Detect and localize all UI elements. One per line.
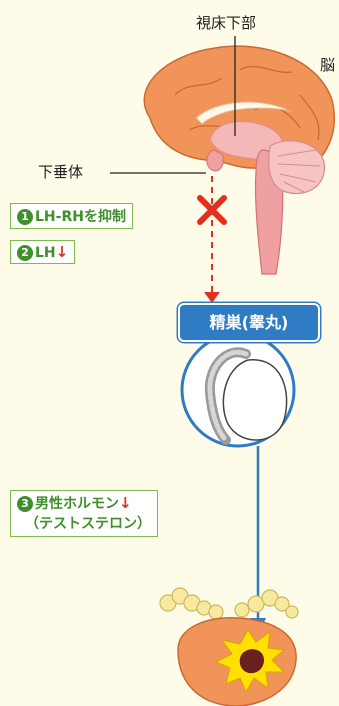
step-3-text: 男性ホルモン — [35, 496, 119, 512]
decrease-arrow-icon: ↓ — [56, 243, 69, 261]
step-2-text: LH — [35, 245, 56, 261]
step-3-number: 3 — [17, 496, 33, 512]
step-3-subtext: （テストステロン） — [17, 514, 151, 534]
brain-label: 脳 — [320, 54, 335, 75]
testes-label: 精巣(睾丸) — [178, 303, 320, 342]
decrease-arrow-icon: ↓ — [119, 494, 132, 512]
seminal-vesicles-illustration — [160, 588, 298, 619]
pituitary-label: 下垂体 — [38, 161, 83, 182]
step-1-text: LH-RHを抑制 — [35, 209, 126, 225]
hypothalamus-label: 視床下部 — [196, 12, 256, 33]
step-2-number: 2 — [17, 245, 33, 261]
step-1-number: 1 — [17, 209, 33, 225]
